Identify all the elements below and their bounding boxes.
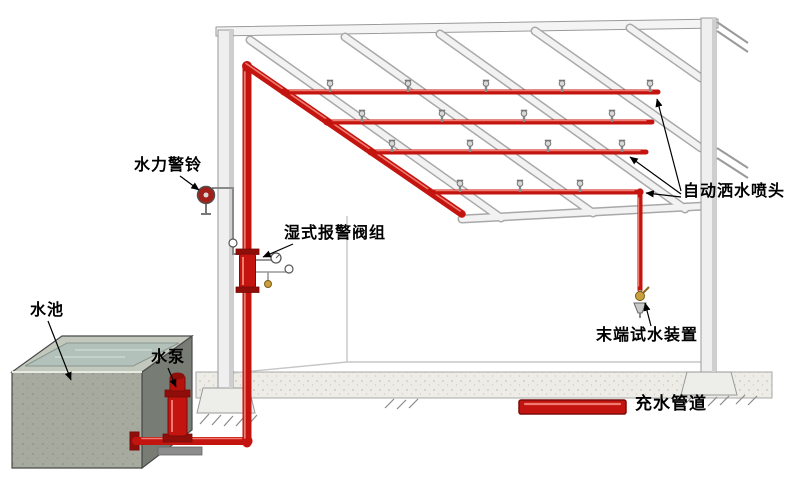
legend-swatch — [518, 399, 627, 415]
leader-water-pump — [167, 367, 177, 388]
leader-wet-valve — [262, 243, 294, 258]
floor-slab — [195, 371, 773, 399]
leader-sprinkler-3 — [645, 190, 682, 198]
right-column — [700, 17, 717, 373]
test-drop-pipe — [636, 188, 644, 293]
leader-lines — [47, 98, 682, 388]
label-hydraulic-alarm-bell: 水力警铃 — [134, 157, 203, 174]
leader-sprinkler-2 — [629, 156, 682, 195]
trim-gauge — [228, 238, 238, 248]
label-water-tank: 水池 — [30, 302, 65, 319]
back-wall-lines — [232, 216, 701, 374]
pipework — [129, 61, 661, 451]
legend-pipe-sample — [518, 399, 627, 415]
end-test-device — [633, 286, 650, 318]
leader-end-test-device — [643, 302, 652, 327]
top-beam — [215, 18, 719, 37]
right-wall-edges — [716, 21, 749, 179]
pressure-gauge — [284, 264, 294, 274]
wet-alarm-valve — [235, 248, 294, 293]
leader-hydraulic-alarm — [179, 175, 200, 191]
label-automatic-sprinkler-heads: 自动洒水喷头 — [683, 183, 786, 200]
leader-water-tank — [47, 320, 72, 381]
brass-valve — [264, 280, 272, 288]
label-end-test-device: 末端试水装置 — [596, 327, 699, 344]
label-wet-alarm-valve-set: 湿式报警阀组 — [284, 225, 387, 242]
label-water-pump: 水泵 — [151, 349, 186, 366]
column-footings — [196, 371, 758, 427]
leader-sprinkler-1 — [655, 98, 682, 192]
left-column — [217, 29, 234, 389]
branch-pipes — [280, 88, 661, 196]
label-water-filled-pipe-legend: 充水管道 — [635, 394, 707, 413]
